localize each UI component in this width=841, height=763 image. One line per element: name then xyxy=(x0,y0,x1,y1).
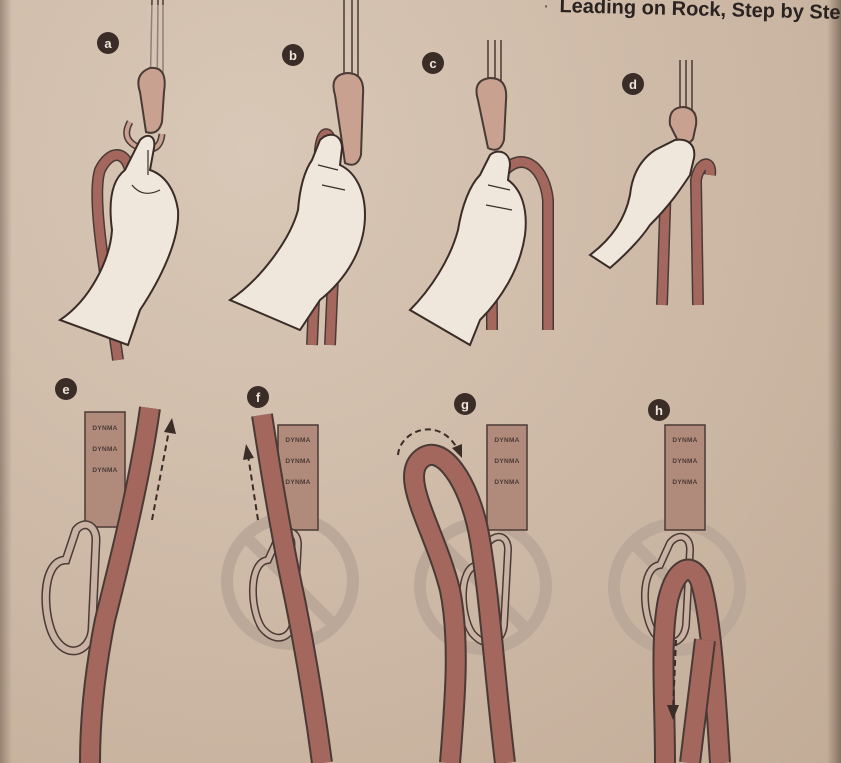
sling-label: DYNMA xyxy=(494,458,519,465)
panel-e-label: e xyxy=(62,382,69,397)
sling-label: DYNMA xyxy=(494,437,519,444)
sling-label: DYNMA xyxy=(285,437,310,444)
panel-g: DYNMA DYNMA DYNMA g xyxy=(398,393,546,763)
panel-a: a xyxy=(60,0,178,360)
panel-h: DYNMA DYNMA DYNMA h xyxy=(614,399,740,763)
sling-label: DYNMA xyxy=(672,458,697,465)
panel-c: c xyxy=(410,40,548,345)
sling-label: DYNMA xyxy=(285,458,310,465)
sling-label: DYNMA xyxy=(92,446,117,453)
panel-a-label: a xyxy=(104,36,112,51)
panel-d-label: d xyxy=(629,77,637,92)
panel-c-label: c xyxy=(429,56,436,71)
sling-label: DYNMA xyxy=(92,467,117,474)
panel-g-label: g xyxy=(461,397,469,412)
panel-f: DYNMA DYNMA DYNMA f xyxy=(227,386,353,763)
panel-f-label: f xyxy=(256,390,261,405)
sling-label: DYNMA xyxy=(494,479,519,486)
panel-d: d xyxy=(590,60,710,305)
panel-e: DYNMA DYNMA DYNMA e xyxy=(46,378,176,763)
sling-label: DYNMA xyxy=(672,479,697,486)
sling-label: DYNMA xyxy=(672,437,697,444)
sling-label: DYNMA xyxy=(92,425,117,432)
panel-b: b xyxy=(230,0,365,345)
panel-h-label: h xyxy=(655,403,663,418)
panel-b-label: b xyxy=(289,48,297,63)
sling-label: DYNMA xyxy=(285,479,310,486)
